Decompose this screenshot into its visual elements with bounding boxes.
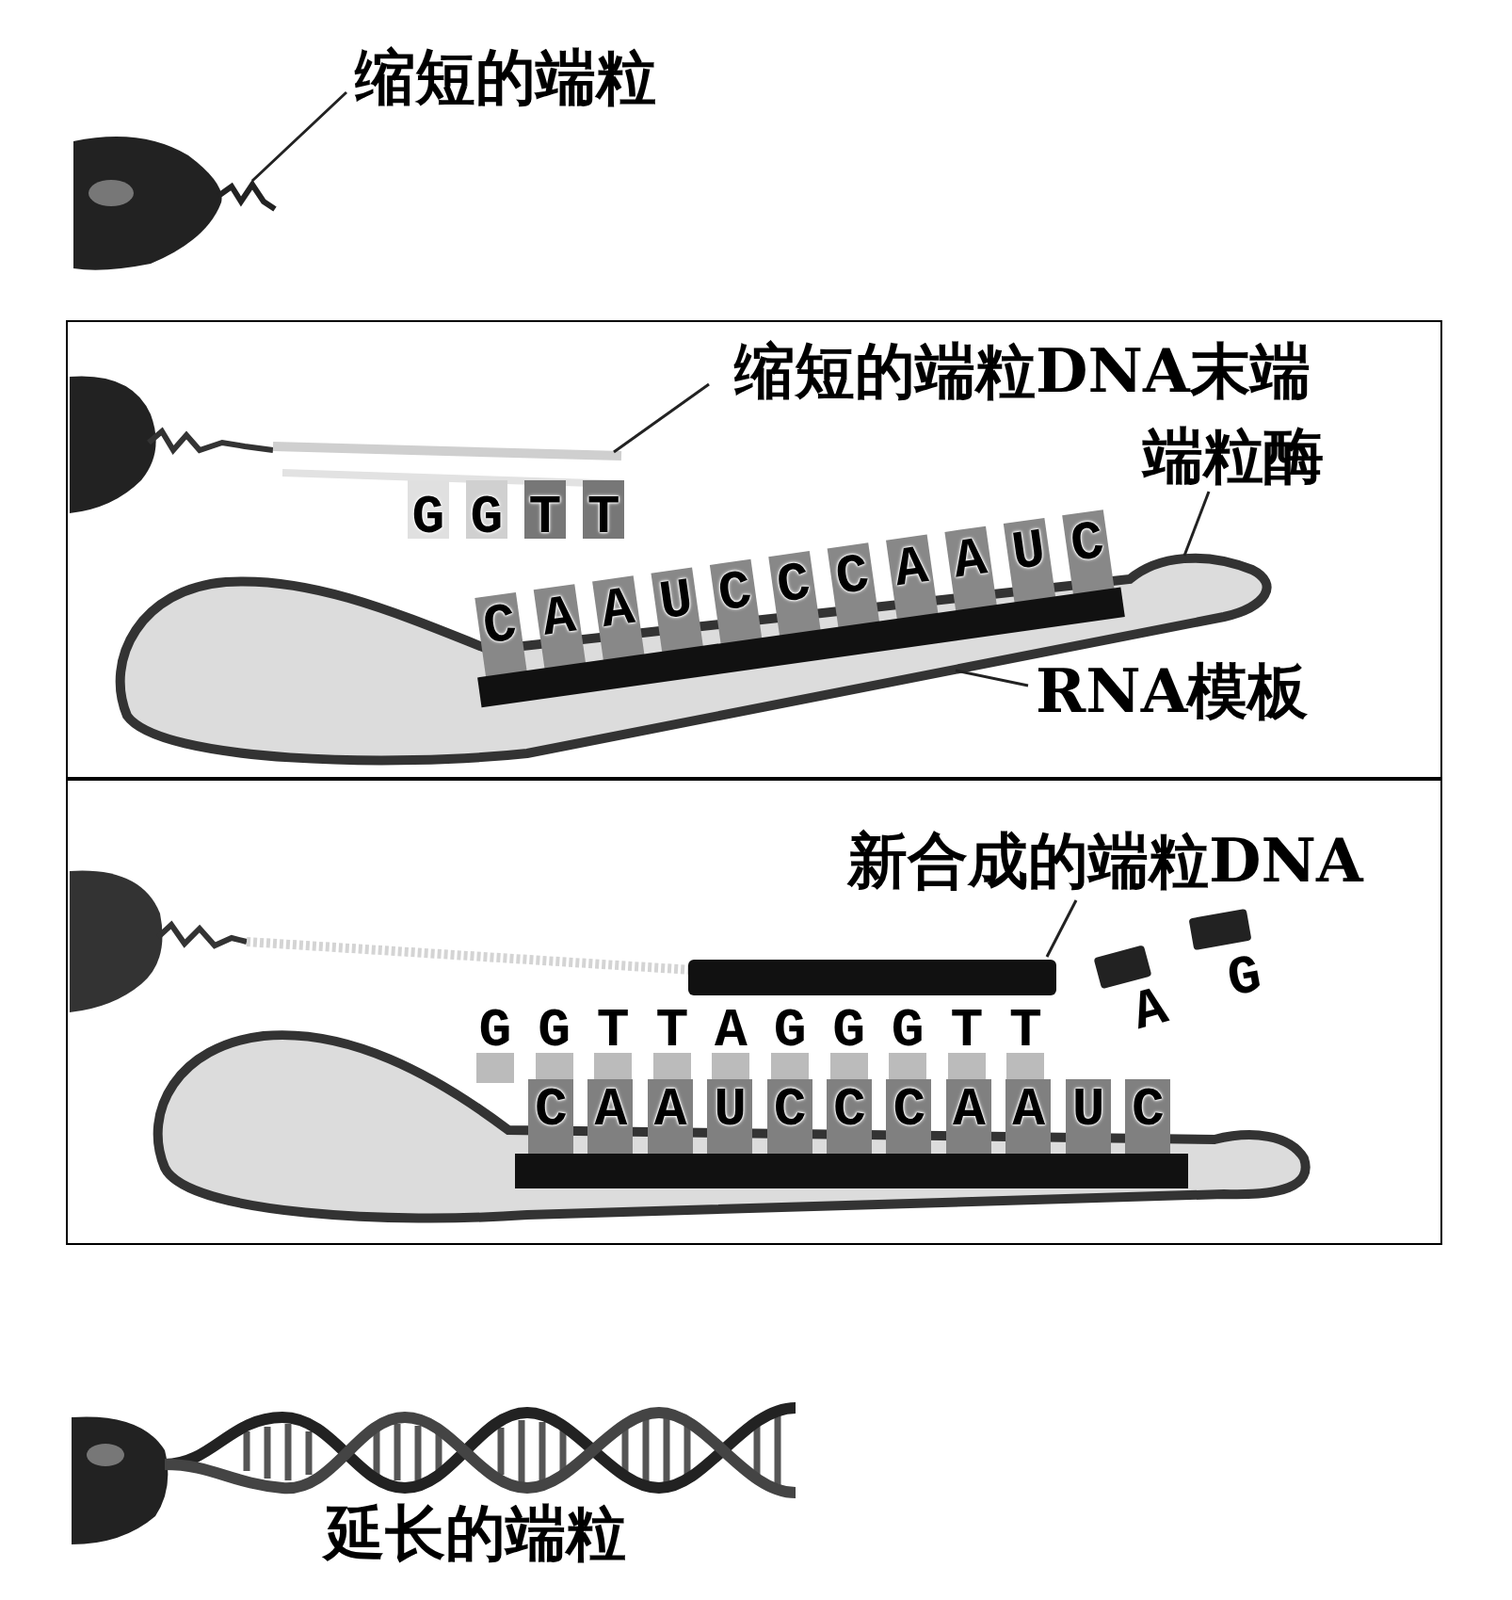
faded-dna-strand — [282, 472, 622, 484]
chromosome-end — [69, 870, 163, 1013]
rna-template-bar — [514, 1153, 1189, 1189]
nucleotide-block — [1093, 944, 1153, 989]
leader-line — [1046, 900, 1077, 957]
telomerase-enzyme — [158, 1034, 1306, 1218]
dna-helix-strand — [164, 1407, 796, 1488]
chromosome-end — [69, 376, 157, 515]
chromosome-end — [73, 136, 223, 271]
base-letter: G — [1223, 948, 1266, 1008]
leader-line — [955, 670, 1029, 686]
faded-dna-strand — [273, 446, 622, 456]
panel-frame: 新合成的端粒DNA G G T T A G G G T T AG C A A U C … — [67, 778, 1441, 1243]
faded-dna-strand — [246, 941, 692, 970]
halftone-spot — [86, 1443, 125, 1466]
dna-helix-strand — [164, 1412, 796, 1493]
halftone-spot — [88, 179, 134, 207]
base-letter: A — [1126, 980, 1174, 1042]
leader-line — [252, 92, 347, 181]
annotation-label: 延长的端粒 — [324, 1502, 627, 1563]
leader-line — [613, 384, 709, 452]
annotation-label: 缩短的端粒DNA末端 — [734, 340, 1311, 402]
base-sequence: G G T T A G G G T T — [479, 1003, 1040, 1059]
annotation-label: 新合成的端粒DNA — [847, 830, 1364, 891]
nucleotide-block — [1189, 908, 1253, 950]
dna-strand — [148, 431, 274, 451]
annotation-label: 缩短的端粒 — [354, 47, 657, 108]
base-pairs — [476, 1052, 1171, 1160]
leader-line — [1184, 491, 1209, 556]
base-sequence: C A A U C C C A A U C — [534, 1082, 1162, 1138]
new-dna-strand — [688, 959, 1057, 996]
annotation-label: RNA模板 — [1035, 660, 1308, 722]
chromosome-end — [71, 1415, 168, 1545]
base-sequence: G G T T — [412, 490, 617, 546]
panel-frame: 缩短的端粒DNA末端端粒酶G G T TC A A U C C C A A U … — [67, 321, 1441, 779]
dna-strand — [218, 184, 275, 210]
dna-strand — [158, 924, 247, 946]
annotation-label: 端粒酶 — [1142, 425, 1324, 486]
